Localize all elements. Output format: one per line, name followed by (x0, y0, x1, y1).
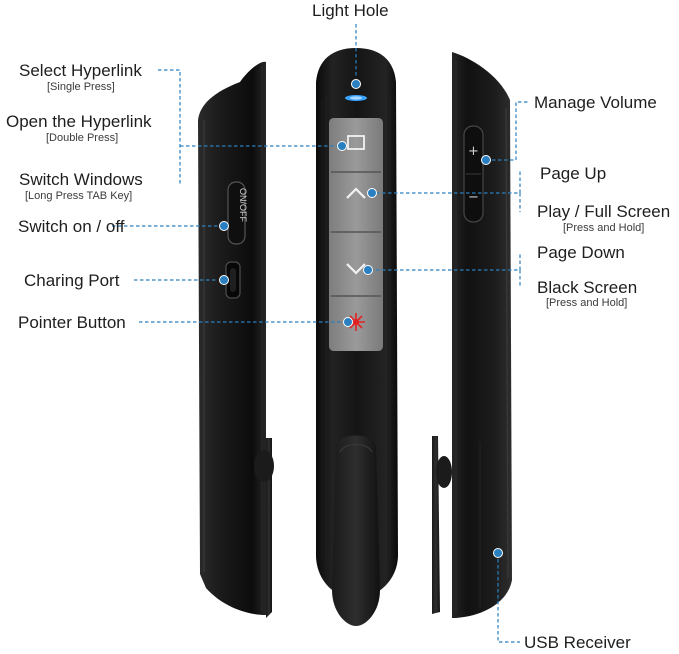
window-icon (347, 135, 365, 150)
callout-dots (219, 79, 503, 558)
label-open-hyperlink: Open the Hyperlink (6, 112, 152, 131)
chevron-up-icon (346, 187, 366, 199)
dot-light-hole (351, 79, 361, 89)
label-switch-on-off: Switch on / off (18, 217, 125, 236)
label-light-hole: Light Hole (312, 1, 389, 20)
dot-charging (219, 275, 229, 285)
label-play-full-screen: Play / Full Screen (537, 202, 671, 221)
left-clip-knob (254, 450, 274, 482)
label-select-hyperlink-note: [Single Press] (47, 81, 115, 93)
label-switch-windows: Switch Windows (19, 170, 143, 189)
label-manage-volume: Manage Volume (534, 93, 657, 112)
label-page-down: Page Down (537, 243, 625, 262)
left-device-body (198, 61, 266, 616)
page-down-button[interactable] (331, 234, 381, 294)
dot-page-up (367, 188, 377, 198)
right-clip-knob (436, 456, 452, 488)
dot-volume (481, 155, 491, 165)
right-side-view: + − (432, 52, 512, 618)
dot-switch-window (337, 141, 347, 151)
label-black-screen: Black Screen (537, 278, 638, 297)
front-view (316, 48, 398, 626)
label-pointer-button: Pointer Button (18, 313, 126, 332)
label-select-hyperlink: Select Hyperlink (19, 61, 142, 80)
front-clip (332, 435, 380, 626)
label-black-screen-note: [Press and Hold] (546, 297, 628, 309)
dot-pointer (343, 317, 353, 327)
power-switch[interactable] (227, 181, 246, 245)
label-charging-port: Charing Port (24, 271, 120, 290)
volume-up-button[interactable]: + (468, 144, 479, 159)
power-switch-text: ON/OFF (238, 188, 248, 222)
left-side-view: ON/OFF (198, 61, 274, 618)
label-page-up: Page Up (540, 164, 607, 183)
dot-switch (219, 221, 229, 231)
volume-down-button[interactable]: − (468, 190, 479, 205)
label-switch-windows-note: [Long Press TAB Key] (25, 190, 133, 202)
left-clip (266, 438, 272, 618)
label-open-hyperlink-note: [Double Press] (46, 132, 119, 144)
dot-page-down (363, 265, 373, 275)
chevron-down-icon (346, 263, 366, 275)
label-usb-receiver: USB Receiver (524, 633, 631, 652)
callout-lines (112, 24, 530, 643)
page-up-button[interactable] (331, 174, 381, 230)
label-play-full-screen-note: [Press and Hold] (563, 222, 645, 234)
button-panel (329, 118, 383, 351)
dot-usb (493, 548, 503, 558)
